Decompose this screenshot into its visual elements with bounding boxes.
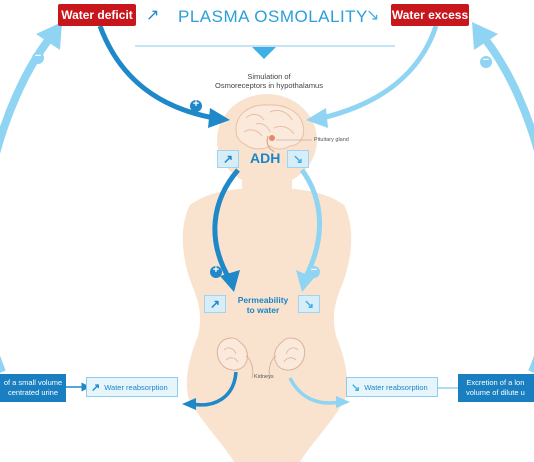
kidneys-illustration	[216, 337, 306, 379]
right-water-reabsorption-box: ↘ Water reabsorption	[346, 377, 438, 397]
minus-sign-left-loop	[32, 52, 44, 64]
adh-to-permeability-arrow-dark	[212, 168, 240, 282]
minus-glyph-right: −	[482, 54, 490, 66]
minus-glyph-adh: −	[310, 264, 318, 276]
down-trend-icon: ↘	[366, 7, 380, 24]
left-feedback-loop	[0, 25, 62, 373]
osmoreceptor-caption-line1: Simulation of	[247, 72, 291, 81]
permeability-label: Permeability to water	[232, 295, 294, 315]
left-water-reabsorption-label: Water reabsorption	[104, 382, 168, 392]
permeability-decrease-indicator: ↘	[298, 295, 320, 313]
brain-illustration	[235, 104, 312, 153]
permeability-increase-indicator: ↗	[204, 295, 226, 313]
up-arrow-icon: ↗	[222, 152, 234, 166]
adh-increase-indicator: ↗	[217, 150, 239, 168]
adh-label: ADH	[250, 150, 281, 166]
right-feedback-loop	[473, 25, 534, 373]
kidney-to-right-reabsorption-arrow	[288, 377, 341, 405]
right-output-line1: Excretion of a lon	[466, 378, 525, 387]
left-output-line1: of a small volume	[3, 378, 63, 387]
plus-glyph-adh: +	[212, 264, 220, 276]
up-trend-icon: ↗	[146, 7, 160, 24]
down-arrow-icon: ↘	[303, 297, 315, 311]
deficit-to-brain-arrow	[97, 25, 215, 121]
permeability-label-line2: to water	[246, 305, 280, 315]
kidneys-label: Kidneys	[254, 374, 274, 380]
right-output-line2: volume of dilute u	[466, 388, 525, 397]
minus-sign-right-loop	[480, 56, 492, 68]
left-output-line2: centrated urine	[7, 388, 59, 397]
water-excess-label: Water excess	[391, 4, 469, 26]
pituitary-gland-label: Pituitary gland	[314, 137, 349, 143]
minus-sign-adh	[308, 266, 320, 278]
right-water-reabsorption-label: Water reabsorption	[364, 382, 428, 392]
up-arrow-icon: ↗	[91, 381, 101, 394]
title-down-triangle	[252, 47, 276, 59]
permeability-label-line1: Permeability	[237, 295, 289, 305]
osmoreceptor-caption: Simulation of Osmoreceptors in hypothala…	[214, 72, 324, 90]
plus-glyph-deficit: +	[192, 98, 200, 110]
down-arrow-icon: ↘	[292, 152, 304, 166]
minus-glyph-left: −	[34, 50, 42, 62]
up-arrow-icon: ↗	[209, 297, 221, 311]
left-water-reabsorption-box: ↗ Water reabsorption	[86, 377, 178, 397]
excess-to-brain-arrow	[321, 25, 439, 121]
right-output-box: Excretion of a lon volume of dilute u	[458, 374, 534, 402]
plus-sign-deficit	[190, 100, 202, 112]
plus-sign-adh	[210, 266, 222, 278]
adh-decrease-indicator: ↘	[287, 150, 309, 168]
water-deficit-label: Water deficit	[58, 4, 136, 26]
down-arrow-icon: ↘	[351, 381, 361, 394]
left-output-box: of a small volume centrated urine	[0, 374, 66, 402]
page-title: PLASMA OSMOLALITY	[178, 7, 368, 26]
kidney-to-left-reabsorption-arrow	[191, 371, 238, 407]
adh-to-permeability-arrow-light	[299, 168, 322, 282]
osmoreceptor-caption-line2: Osmoreceptors in hypothalamus	[215, 81, 323, 90]
